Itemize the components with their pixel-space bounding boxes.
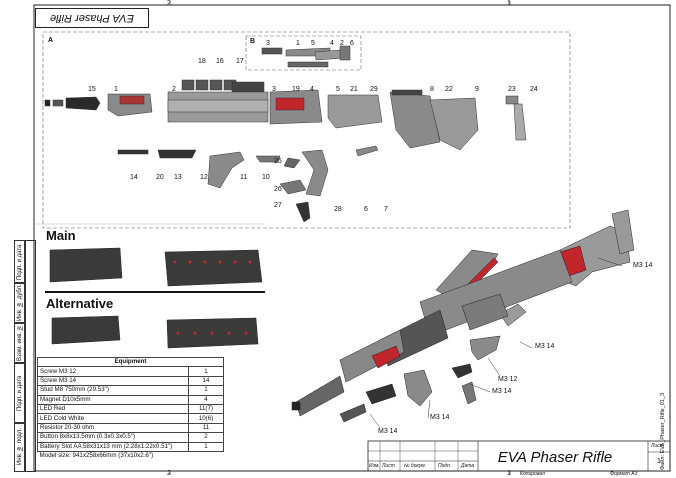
- callout-14: 14: [130, 174, 138, 181]
- callout-20: 20: [156, 174, 164, 181]
- callout-6: 6: [364, 206, 368, 213]
- callout-18: 18: [198, 58, 206, 65]
- screw-label-4: M3 14: [492, 388, 512, 395]
- tb-col-rev: Изм.: [369, 463, 380, 469]
- callout-b-2: 2: [340, 40, 344, 47]
- callout-27: 27: [274, 202, 282, 209]
- callout-15: 15: [88, 86, 96, 93]
- callout-17: 17: [236, 58, 244, 65]
- title-block-title: EVA Phaser Rifle: [497, 448, 613, 466]
- screw-label-6: M3 14: [378, 428, 398, 435]
- screw-label-2: M3 14: [535, 343, 555, 350]
- callout-9: 9: [475, 86, 479, 93]
- zone-number-bottom-2: 2: [167, 470, 171, 477]
- callout-11: 11: [240, 174, 248, 181]
- callout-b-1: 1: [296, 40, 300, 47]
- callout-21: 21: [350, 86, 358, 93]
- callout-3: 3: [272, 86, 276, 93]
- callout-13: 13: [174, 174, 182, 181]
- tb-sheet-label: Лист: [651, 443, 664, 449]
- callout-25: 25: [274, 158, 282, 165]
- callout-1a: 1: [114, 86, 118, 93]
- callout-7: 7: [384, 206, 388, 213]
- screw-label-5: M3 14: [430, 414, 450, 421]
- tb-sheet-number: 1: [657, 458, 661, 465]
- zone-number-top-2: 2: [167, 0, 171, 7]
- equipment-item-qty: 1: [188, 441, 224, 452]
- callout-22: 22: [445, 86, 453, 93]
- model-size: Model size: 941x258x66mm (37x10x2.6"): [39, 452, 154, 460]
- callout-19: 19: [292, 86, 300, 93]
- zone-number-bottom-1: 1: [507, 470, 511, 477]
- callout-b-6: 6: [350, 40, 354, 47]
- callout-26: 26: [274, 186, 282, 193]
- callout-8: 8: [430, 86, 434, 93]
- callout-b-5: 5: [311, 40, 315, 47]
- callout-2: 2: [172, 86, 176, 93]
- tb-col-date: Дата: [461, 463, 475, 469]
- main-heading: Main: [46, 228, 76, 243]
- panel-b-label: B: [250, 38, 256, 45]
- tb-file-name: Файл: EVA_Phaser_Rifle_01_3: [660, 392, 666, 470]
- callout-24: 24: [530, 86, 538, 93]
- panel-a-label: A: [48, 37, 54, 44]
- callout-10: 10: [262, 174, 270, 181]
- zone-number-top-1: 1: [507, 0, 511, 7]
- stamp-column-blank: [24, 240, 36, 472]
- tb-col-sign: Подп.: [438, 463, 452, 469]
- callout-b-3: 3: [266, 40, 270, 47]
- alternative-heading: Alternative: [46, 296, 114, 311]
- callout-b-4: 4: [330, 40, 334, 47]
- tb-format: Формат А3: [610, 471, 638, 477]
- tb-col-sheet: Лист: [382, 463, 395, 469]
- callout-12: 12: [200, 174, 208, 181]
- callout-28: 28: [334, 206, 342, 213]
- tb-col-doc: № докум.: [404, 463, 427, 469]
- callout-16: 16: [216, 58, 224, 65]
- callout-23: 23: [508, 86, 516, 93]
- table-row: Battery Slot AA 58x31x13 mm (2.28x1.22x0…: [37, 441, 224, 452]
- callout-29: 29: [370, 86, 378, 93]
- screw-label-3: M3 12: [498, 376, 518, 383]
- tb-copied: Копировал: [520, 471, 545, 477]
- callout-4: 4: [310, 86, 314, 93]
- callout-5: 5: [336, 86, 340, 93]
- screw-label-1: M3 14: [633, 262, 653, 269]
